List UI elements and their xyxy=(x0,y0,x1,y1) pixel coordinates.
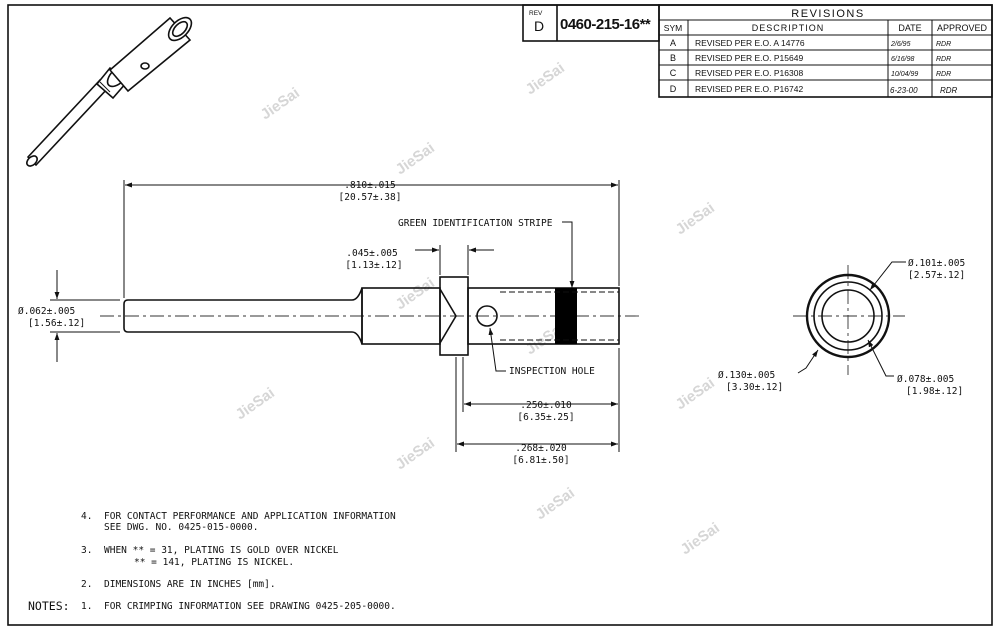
rev-row-approved: RDR xyxy=(940,86,958,95)
watermark-layer: JieSai JieSai JieSai JieSai JieSai JieSa… xyxy=(233,59,723,558)
note-line: WHEN ** = 31, PLATING IS GOLD OVER NICKE… xyxy=(104,545,339,556)
watermark: JieSai xyxy=(673,199,718,238)
part-number: 0460-215-16** xyxy=(560,16,651,33)
hole-to-end-metric: [6.35±.25] xyxy=(517,412,574,423)
shoulder-to-end-dim: .268±.020 xyxy=(515,443,567,454)
note-line: ** = 141, PLATING IS NICKEL. xyxy=(134,557,294,568)
rev-row-date: 2/6/95 xyxy=(890,41,911,48)
note-number: 4. xyxy=(81,511,92,522)
shoulder-width-metric: [1.13±.12] xyxy=(345,260,402,271)
rev-value: D xyxy=(534,18,544,34)
rev-row-sym: C xyxy=(670,68,677,78)
inspection-hole xyxy=(476,305,498,327)
note-line: SEE DWG. NO. 0425-015-0000. xyxy=(104,522,258,533)
note-line: DIMENSIONS ARE IN INCHES [mm]. xyxy=(104,579,276,590)
bore-diameter-a-dim: Ø.101±.005 xyxy=(908,258,965,269)
revisions-title: REVISIONS xyxy=(791,8,864,20)
identification-stripe xyxy=(555,288,577,344)
rev-row-approved: RDR xyxy=(936,41,951,48)
end-view-mid-circle xyxy=(813,281,883,351)
watermark: JieSai xyxy=(673,374,718,413)
end-view-labels: Ø.101±.005 [2.57±.12] Ø.130±.005 [3.30±.… xyxy=(718,258,965,397)
bore-diameter-a-metric: [2.57±.12] xyxy=(908,270,965,281)
inspection-hole-callout: INSPECTION HOLE xyxy=(509,366,595,377)
dimension-lines xyxy=(54,182,618,447)
pin-diameter-dim: Ø.062±.005 xyxy=(18,306,75,317)
shoulder-to-end-metric: [6.81±.50] xyxy=(512,455,569,466)
dimension-labels: .810±.015 [20.57±.38] .045±.005 [1.13±.1… xyxy=(18,180,595,466)
rev-row-description: REVISED PER E.O. P16308 xyxy=(695,68,803,78)
rev-row-date: 6-23-00 xyxy=(890,86,918,95)
col-header-sym: SYM xyxy=(664,23,682,33)
title-block: REV D 0460-215-16** xyxy=(522,4,660,42)
note-line: FOR CONTACT PERFORMANCE AND APPLICATION … xyxy=(104,511,396,522)
watermark: JieSai xyxy=(533,484,578,523)
watermark: JieSai xyxy=(678,519,723,558)
watermark: JieSai xyxy=(523,59,568,98)
shoulder-width-dim: .045±.005 xyxy=(346,248,397,259)
watermark: JieSai xyxy=(233,384,278,423)
overall-length-dim: .810±.015 xyxy=(344,180,395,191)
notes-label: NOTES: xyxy=(28,599,70,613)
rev-row-description: REVISED PER E.O. P16742 xyxy=(695,84,803,94)
outer-diameter-dim: Ø.130±.005 xyxy=(718,370,775,381)
rev-row-description: REVISED PER E.O. A 14776 xyxy=(695,38,805,48)
rev-row-sym: A xyxy=(670,38,676,48)
isometric-pin-sketch xyxy=(26,16,193,167)
contact-side-view xyxy=(123,276,620,356)
rev-row-description: REVISED PER E.O. P15649 xyxy=(695,53,803,63)
note-number: 3. xyxy=(81,545,92,556)
revisions-table: REVISIONS SYM DESCRIPTION DATE APPROVED … xyxy=(658,4,993,98)
bore-diameter-b-dim: Ø.078±.005 xyxy=(897,374,954,385)
watermark: JieSai xyxy=(393,434,438,473)
rev-label: REV xyxy=(529,10,543,17)
rev-row-sym: D xyxy=(670,84,677,94)
overall-length-metric: [20.57±.38] xyxy=(339,192,402,203)
bore-diameter-b-metric: [1.98±.12] xyxy=(906,386,963,397)
hole-to-end-dim: .250±.010 xyxy=(520,400,572,411)
end-view-outer-circle xyxy=(805,273,891,359)
sheet-border xyxy=(7,4,993,626)
watermark: JieSai xyxy=(393,274,438,313)
rev-row-date: 6/16/98 xyxy=(891,56,914,63)
col-header-description: DESCRIPTION xyxy=(752,23,825,33)
watermark: JieSai xyxy=(258,84,303,123)
note-number: 1. xyxy=(81,601,92,612)
stripe-callout: GREEN IDENTIFICATION STRIPE xyxy=(398,218,553,229)
note-line: FOR CRIMPING INFORMATION SEE DRAWING 042… xyxy=(104,601,396,612)
notes: 4. FOR CONTACT PERFORMANCE AND APPLICATI… xyxy=(28,511,396,613)
rev-row-approved: RDR xyxy=(936,71,951,78)
note-number: 2. xyxy=(81,579,92,590)
col-header-date: DATE xyxy=(898,23,921,33)
pin-diameter-metric: [1.56±.12] xyxy=(28,318,85,329)
outer-diameter-metric: [3.30±.12] xyxy=(726,382,783,393)
watermark: JieSai xyxy=(393,139,438,178)
rev-row-sym: B xyxy=(670,53,676,63)
rev-row-date: 10/04/99 xyxy=(891,71,918,78)
rev-row-approved: RDR xyxy=(936,56,951,63)
contact-end-view xyxy=(793,261,906,377)
col-header-approved: APPROVED xyxy=(937,23,988,33)
extension-lines xyxy=(50,180,620,452)
end-view-bore-circle xyxy=(821,289,875,343)
